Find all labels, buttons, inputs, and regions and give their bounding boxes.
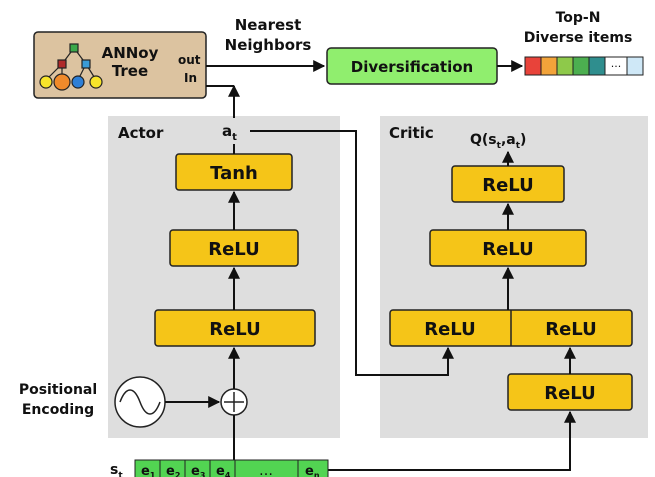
nearest-neighbors-line1: Nearest	[235, 16, 302, 34]
actor-title: Actor	[118, 124, 164, 142]
actor-tanh-label: Tanh	[210, 163, 258, 184]
critic-relu-top: ReLU	[451, 165, 565, 203]
topn-item-cell	[524, 56, 542, 76]
actor-relu-layer-2: ReLU	[169, 229, 299, 267]
nearest-neighbors-line2: Neighbors	[225, 36, 312, 54]
annoy-port-in: In	[184, 71, 197, 85]
arrow-at-to-critic	[250, 130, 454, 376]
topn-item-cell	[540, 56, 558, 76]
annoy-title-line2: Tree	[112, 62, 148, 80]
topn-items-list: ···	[524, 56, 644, 76]
actor-relu-label-2: ReLU	[208, 239, 260, 260]
add-node-icon	[220, 388, 248, 416]
arrow-state-to-critic	[328, 410, 576, 471]
critic-relu-middle-label: ReLU	[482, 239, 534, 260]
topn-item-cell	[626, 56, 644, 76]
critic-title: Critic	[389, 124, 434, 142]
topn-item-cell	[556, 56, 574, 76]
topn-line1: Top-N	[556, 10, 601, 26]
critic-state-branch: ReLU	[507, 373, 633, 411]
sine-wave-icon	[114, 376, 166, 428]
critic-merge-right-label: ReLU	[545, 319, 597, 340]
critic-relu-top-label: ReLU	[482, 175, 534, 196]
state-ellipsis: …	[259, 463, 273, 477]
critic-relu-middle: ReLU	[429, 229, 587, 267]
state-label: st	[110, 462, 123, 477]
topn-item-cell	[572, 56, 590, 76]
actor-tanh-layer: Tanh	[175, 153, 293, 191]
critic-state-branch-label: ReLU	[544, 383, 596, 404]
annoy-tree-box: ANNoy Tree out In	[33, 31, 207, 99]
actor-relu-layer-1: ReLU	[154, 309, 316, 347]
positional-encoding-line2: Encoding	[22, 402, 94, 418]
topn-line2: Diverse items	[524, 30, 633, 46]
annoy-port-out: out	[178, 53, 201, 67]
topn-ellipsis: ···	[611, 60, 622, 73]
actor-relu-label-1: ReLU	[209, 319, 261, 340]
actor-output-label: at	[222, 122, 237, 143]
critic-output-label: Q(st,at)	[470, 132, 526, 151]
state-item-cell	[297, 459, 329, 477]
critic-merge-layer: ReLU ReLU	[389, 309, 633, 347]
positional-encoding-line1: Positional	[19, 382, 97, 398]
critic-merge-left-label: ReLU	[424, 319, 476, 340]
diversification-label: Diversification	[351, 58, 473, 76]
tree-icon	[39, 43, 103, 91]
topn-item-cell	[588, 56, 606, 76]
annoy-title-line1: ANNoy	[102, 44, 159, 62]
